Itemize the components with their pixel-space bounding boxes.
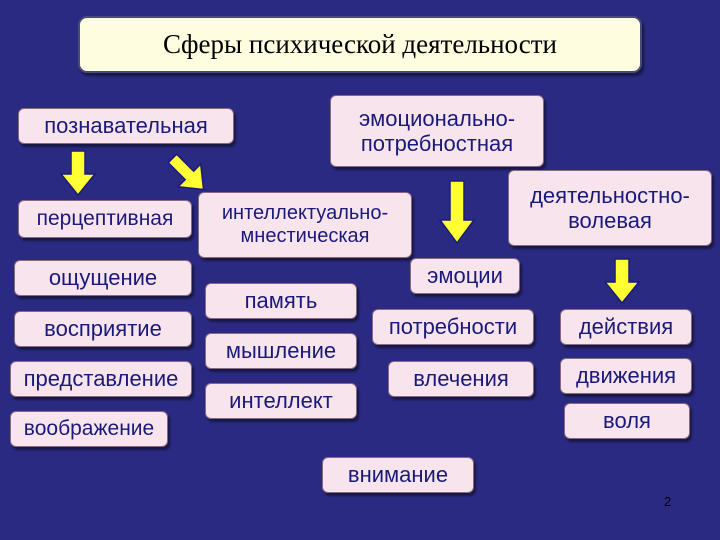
item-sensation: ощущение — [14, 260, 192, 296]
page-number: 2 — [664, 494, 672, 509]
item-drives: влечения — [388, 361, 534, 397]
item-actions: действия — [560, 309, 692, 345]
subsphere-perceptual: перцептивная — [18, 200, 192, 238]
sphere-cognitive: познавательная — [18, 108, 234, 144]
subsphere-intellectual: интеллектуально-мнестическая — [198, 192, 412, 258]
item-intellect: интеллект — [205, 383, 357, 419]
diagram-title: Сферы психической деятельности — [78, 16, 642, 73]
item-movements: движения — [560, 358, 692, 394]
arrow-down-icon — [439, 180, 475, 244]
arrow-diagonal-icon — [167, 153, 205, 191]
item-representation: представление — [10, 361, 192, 397]
item-attention: внимание — [322, 457, 474, 493]
arrow-down-icon — [60, 150, 96, 196]
item-thinking: мышление — [205, 333, 357, 369]
item-will: воля — [564, 403, 690, 439]
item-emotions: эмоции — [410, 258, 520, 294]
sphere-emotional: эмоционально-потребностная — [330, 95, 544, 167]
item-needs: потребности — [372, 309, 534, 345]
arrow-down-icon — [604, 258, 640, 304]
item-imagination: воображение — [10, 411, 168, 447]
item-perception: восприятие — [14, 311, 192, 347]
item-memory: память — [205, 283, 357, 319]
sphere-volitional: деятельностно-волевая — [508, 170, 712, 246]
